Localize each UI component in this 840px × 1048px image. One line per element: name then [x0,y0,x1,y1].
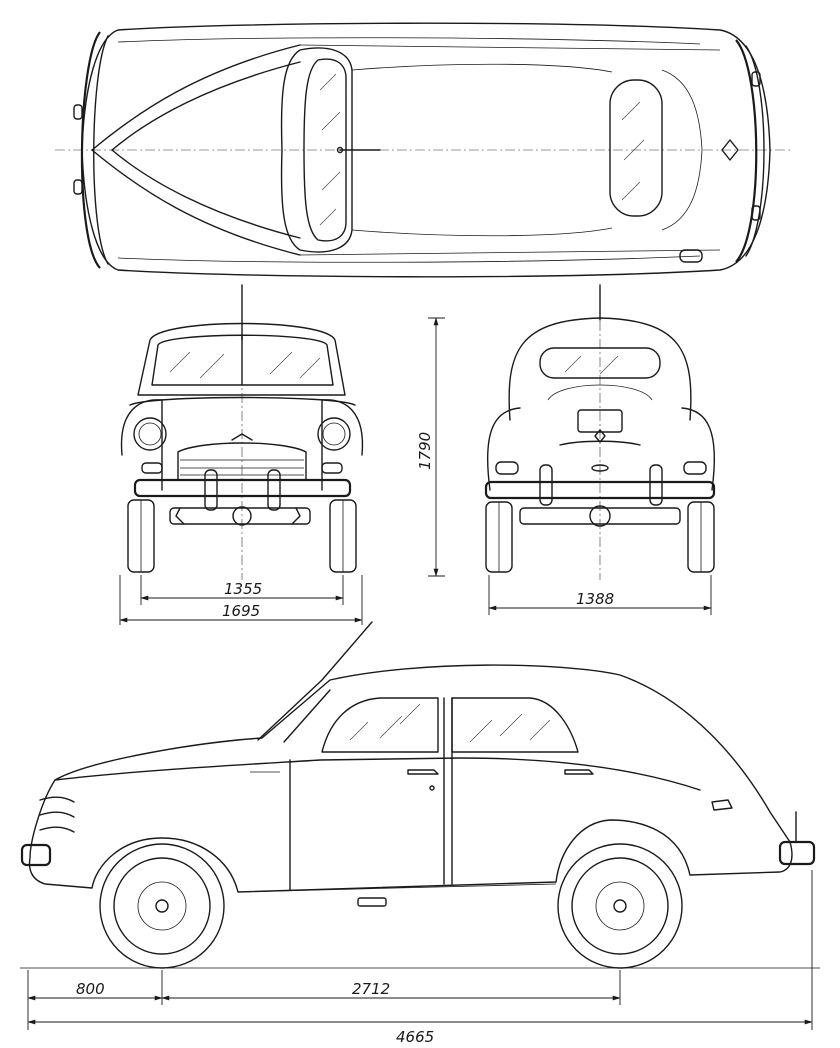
front-track-label: 1355 [224,580,262,598]
front-view [120,284,364,580]
dimension-lines [27,317,813,1030]
front-overhang-label: 800 [76,980,105,998]
rear-view [484,284,716,580]
top-view [55,22,790,278]
wheelbase-label: 2712 [352,980,390,998]
rear-track-label: 1388 [576,590,614,608]
overall-width-label: 1695 [222,602,260,620]
overall-length-label: 4665 [396,1028,434,1046]
height-label: 1790 [416,432,434,470]
side-view [20,621,820,969]
